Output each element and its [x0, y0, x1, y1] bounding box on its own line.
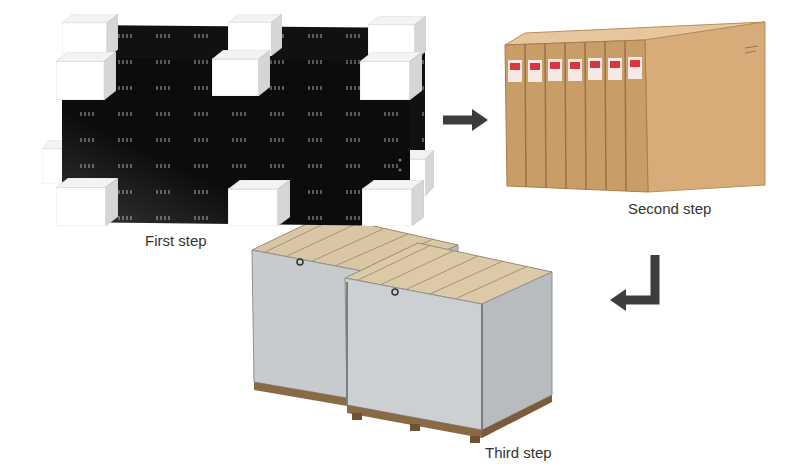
arrow-head: [472, 109, 488, 131]
led-panels: [42, 14, 434, 226]
crates: [252, 215, 552, 443]
arrow-shaft: [625, 255, 655, 300]
flow-arrow: [443, 109, 488, 131]
flow-arrow: [610, 255, 655, 311]
arrow-head: [610, 289, 626, 311]
step-caption: First step: [145, 232, 207, 250]
step-group: First step: [35, 12, 443, 252]
step-group: Third step: [240, 240, 610, 466]
step-group: Second step: [488, 10, 788, 255]
step-caption: Third step: [485, 444, 552, 462]
cartons: [505, 22, 765, 192]
arrow-shaft: [443, 116, 473, 125]
step-caption: Second step: [628, 200, 711, 218]
